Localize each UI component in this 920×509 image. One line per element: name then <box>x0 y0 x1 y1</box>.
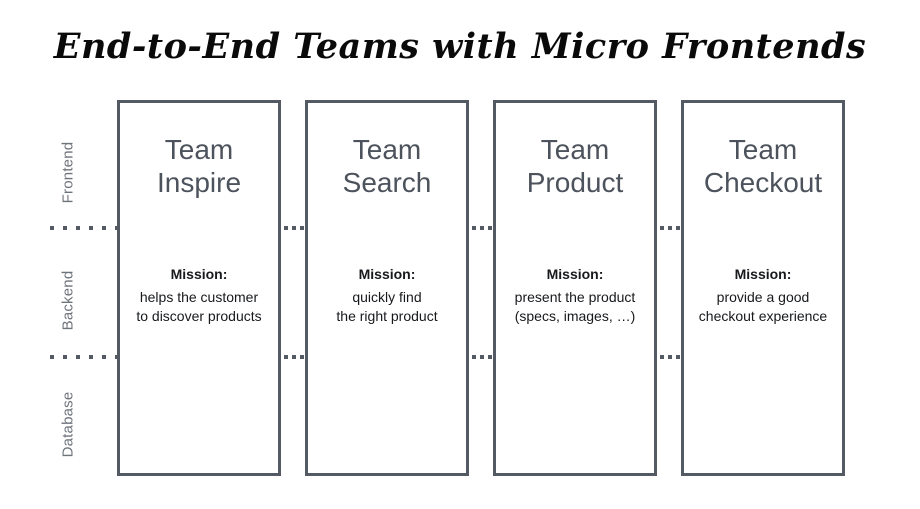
divider-dot <box>676 226 680 230</box>
page-title: End-to-End Teams with Micro Frontends <box>0 26 920 67</box>
team-card-checkout[interactable]: Team Checkout Mission: provide a good ch… <box>681 100 845 476</box>
page-title-part-1: End-to-End Teams with <box>53 26 532 67</box>
divider-dot <box>284 226 288 230</box>
team-name-line-2: Search <box>342 167 432 198</box>
team-mission: Mission: provide a good checkout experie… <box>676 265 850 326</box>
team-card-search[interactable]: Team Search Mission: quickly find the ri… <box>305 100 469 476</box>
mission-line-1: quickly find <box>352 289 422 305</box>
team-name-line-1: Team <box>540 134 610 165</box>
divider-dot <box>63 355 67 359</box>
team-card-title: Team Product <box>496 133 654 199</box>
mission-label: Mission: <box>358 266 416 282</box>
divider-dot <box>668 355 672 359</box>
divider-dot <box>480 355 484 359</box>
divider-dot <box>292 355 296 359</box>
team-name-line-2: Checkout <box>703 167 823 198</box>
divider-dot <box>89 226 93 230</box>
divider-dot <box>488 226 492 230</box>
team-card-inspire[interactable]: Team Inspire Mission: helps the customer… <box>117 100 281 476</box>
divider-dot <box>480 226 484 230</box>
mission-label: Mission: <box>546 266 604 282</box>
team-name-line-1: Team <box>164 134 234 165</box>
divider-dot <box>660 226 664 230</box>
mission-line-1: helps the customer <box>139 289 259 305</box>
team-card-title: Team Search <box>308 133 466 199</box>
mission-line-2: the right product <box>336 308 438 324</box>
team-mission: Mission: quickly find the right product <box>300 265 474 326</box>
divider-dot <box>89 355 93 359</box>
divider-dot <box>300 226 304 230</box>
divider-dot <box>300 355 304 359</box>
axis-label-backend: Backend <box>59 270 77 331</box>
axis-label-frontend: Frontend <box>59 141 77 204</box>
divider-dot <box>50 355 54 359</box>
mission-line-2: to discover products <box>136 308 262 324</box>
mission-line-1: provide a good <box>716 289 810 305</box>
divider-dot <box>76 355 80 359</box>
divider-dot <box>660 355 664 359</box>
divider-dot <box>102 226 106 230</box>
divider-dot <box>676 355 680 359</box>
divider-dot <box>76 226 80 230</box>
mission-line-1: present the product <box>514 289 636 305</box>
mission-label: Mission: <box>734 266 792 282</box>
divider-dot <box>284 355 288 359</box>
team-mission: Mission: helps the customer to discover … <box>112 265 286 326</box>
divider-dot <box>292 226 296 230</box>
mission-line-2: checkout experience <box>698 308 828 324</box>
team-card-product[interactable]: Team Product Mission: present the produc… <box>493 100 657 476</box>
mission-line-2: (specs, images, …) <box>514 308 636 324</box>
divider-dot <box>102 355 106 359</box>
divider-dot <box>488 355 492 359</box>
team-card-title: Team Checkout <box>684 133 842 199</box>
team-mission: Mission: present the product (specs, ima… <box>488 265 662 326</box>
divider-dot <box>63 226 67 230</box>
team-card-title: Team Inspire <box>120 133 278 199</box>
axis-label-database: Database <box>59 391 77 458</box>
divider-dot <box>668 226 672 230</box>
mission-label: Mission: <box>170 266 228 282</box>
team-name-line-2: Product <box>526 167 624 198</box>
team-name-line-1: Team <box>352 134 422 165</box>
team-name-line-1: Team <box>728 134 798 165</box>
divider-dot <box>50 226 54 230</box>
divider-dot <box>472 226 476 230</box>
page-title-part-2: Micro Frontends <box>531 26 867 67</box>
team-name-line-2: Inspire <box>156 167 242 198</box>
divider-dot <box>472 355 476 359</box>
divider-backend-database <box>0 355 920 359</box>
